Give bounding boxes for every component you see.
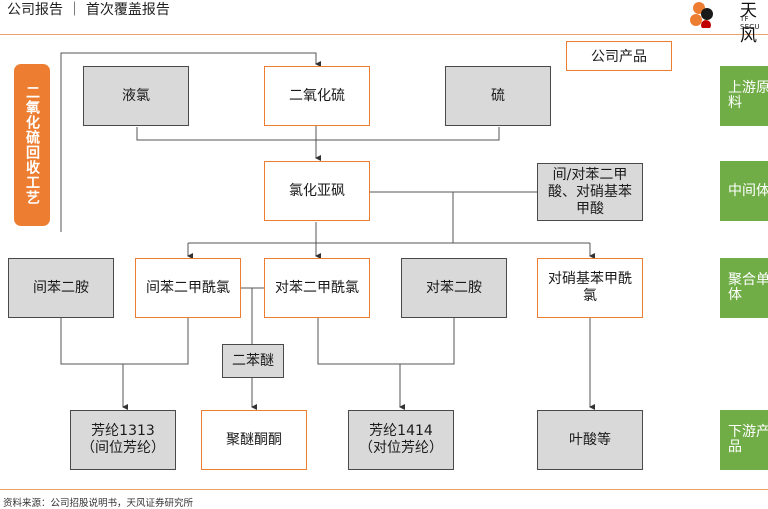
node-aramid-1414: 芳纶1414（对位芳纶） <box>348 410 454 470</box>
node-m-phenylenediamine: 间苯二胺 <box>8 258 114 318</box>
tpc-ppda-merge <box>317 318 455 365</box>
tier-upstream: 上游原料 <box>720 66 768 126</box>
logo-text: 天风 <box>740 1 757 46</box>
node-pekk: 聚醚酮酮 <box>201 410 307 470</box>
header-divider <box>0 34 768 35</box>
footer-divider <box>0 489 768 490</box>
top-merge-line <box>136 127 500 141</box>
node-nitrobenzoyl-chloride: 对硝基苯甲酰氯 <box>537 258 643 318</box>
node-isophthaloyl-chloride: 间苯二甲酰氯 <box>135 258 241 318</box>
mpda-ipc-merge <box>60 318 189 365</box>
tier-intermediate: 中间体 <box>720 161 768 221</box>
node-sulfur: 硫 <box>445 66 551 126</box>
logo-subtext: TF SECU <box>740 15 760 31</box>
legend-company-product: 公司产品 <box>566 41 672 71</box>
loop-line <box>60 52 321 232</box>
tier-downstream: 下游产品 <box>720 410 768 470</box>
source-note: 资料来源：公司招股说明书，天风证券研究所 <box>3 498 194 509</box>
node-folic-acid: 叶酸等 <box>537 410 643 470</box>
node-aramid-1313: 芳纶1313（间位芳纶） <box>70 410 176 470</box>
report-header: 公司报告 ｜ 首次覆盖报告 <box>7 2 170 18</box>
node-thionyl-chloride: 氯化亚砜 <box>264 161 370 221</box>
node-sulfur-dioxide: 二氧化硫 <box>264 66 370 126</box>
so2-recovery-process-label: 二氧化硫回收工艺 <box>14 64 50 226</box>
logo-mark-icon <box>690 2 713 28</box>
tier-monomer: 聚合单体 <box>720 258 768 318</box>
node-terephthaloyl-chloride: 对苯二甲酰氯 <box>264 258 370 318</box>
node-liquid-chlorine: 液氯 <box>83 66 189 126</box>
node-diphenyl-ether: 二苯醚 <box>222 344 284 378</box>
node-acids: 间/对苯二甲酸、对硝基苯甲酸 <box>537 163 643 221</box>
node-p-phenylenediamine: 对苯二胺 <box>401 258 507 318</box>
company-logo <box>688 0 768 28</box>
